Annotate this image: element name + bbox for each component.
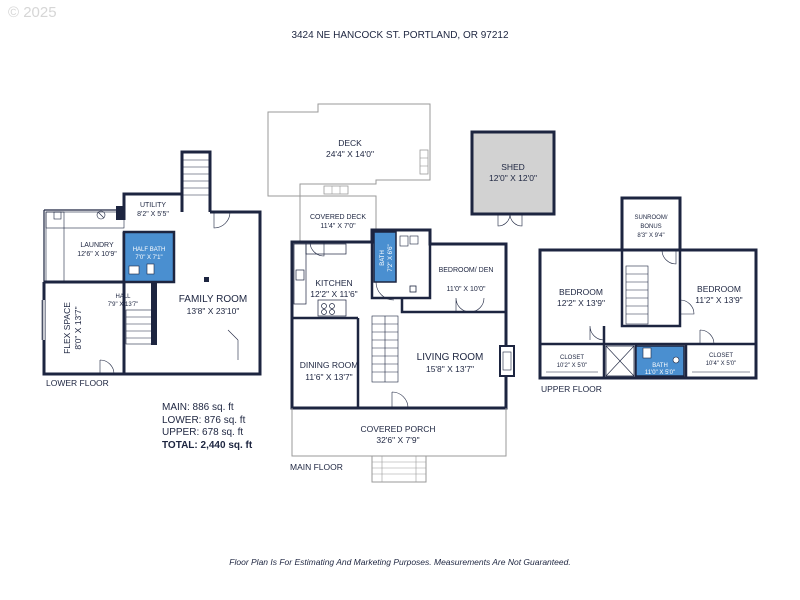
living-room-dim: 15'8" X 13'7" (426, 364, 474, 374)
upper-stairs (625, 265, 649, 325)
bedroom-left-label: BEDROOM (559, 287, 603, 297)
bath-door-arc (375, 281, 395, 301)
disclaimer-text: Floor Plan Is For Estimating And Marketi… (229, 557, 571, 567)
deck-dim: 24'4" X 14'0" (326, 149, 374, 159)
main-bath-toilet-icon (399, 235, 409, 247)
shed-fill (470, 130, 556, 216)
upper-exterior-walls (538, 248, 758, 380)
covered-porch-label: COVERED PORCH (360, 424, 435, 434)
lower-floor-label: LOWER FLOOR (46, 378, 109, 388)
bedroom-left-dim: 12'2" X 13'9" (557, 298, 605, 308)
lower-floor (41, 150, 262, 376)
dining-room-dim: 11'6" X 13'7" (305, 372, 352, 382)
deck-steps (419, 149, 429, 175)
laundry-counter (45, 211, 65, 283)
bedroom-right-label: BEDROOM (697, 284, 741, 294)
total-sqft: TOTAL: 2,440 sq. ft (162, 439, 253, 451)
shed-dim: 12'0" X 12'0" (489, 173, 537, 183)
deck-label: DECK (338, 138, 362, 148)
main-sqft: MAIN: 886 sq. ft (162, 402, 234, 413)
closet-left-dim: 10'2" X 5'0" (557, 363, 588, 369)
main-interior-walls (292, 242, 506, 408)
family-room-dim: 13'8" X 23'10" (187, 306, 240, 316)
upper-bath-dim: 11'0" X 5'0" (645, 370, 675, 376)
fireplace-icon (499, 345, 515, 377)
laundry-dim: 12'6" X 10'9" (77, 251, 117, 258)
lower-stairs-upper (180, 150, 212, 212)
kitchen-label: KITCHEN (315, 278, 352, 288)
hall-stairs (125, 309, 153, 345)
support-post (204, 277, 209, 282)
sunroom-label-2: BONUS (640, 224, 661, 230)
dining-room-label: DINING ROOM (300, 360, 359, 370)
upper-bath-label: BATH (652, 363, 668, 369)
deck-outline (267, 103, 431, 197)
bedroom-right-door (699, 329, 715, 345)
lower-door-arc (213, 211, 231, 229)
laundry-outline (43, 209, 124, 282)
utility-dim: 8'2" X 5'5" (137, 211, 169, 218)
upper-floor (538, 196, 758, 380)
upper-sink-icon (672, 356, 680, 364)
closet-right-label: CLOSET (709, 353, 733, 359)
closet-right-dim: 10'4" X 5'0" (706, 361, 737, 367)
bedroom-left-door (589, 325, 605, 341)
laundry-counter-top (45, 211, 125, 229)
covered-porch-dim: 32'6" X 7'9" (376, 435, 419, 445)
kitchen-dim: 12'2" X 11'6" (310, 289, 357, 299)
upper-sqft: UPPER: 678 sq. ft (162, 427, 244, 438)
half-bath-label: HALF BATH (133, 247, 166, 253)
hall-label: HALL (115, 294, 131, 300)
upper-toilet-icon (642, 347, 652, 359)
main-bath-fill (373, 231, 397, 283)
copyright-watermark: © 2025 (8, 4, 57, 21)
main-bath-sink-icon (409, 235, 419, 245)
bedroom-den-label: BEDROOM/ DEN (439, 267, 494, 274)
sink-icon (128, 265, 140, 275)
living-room-label: LIVING ROOM (417, 352, 484, 363)
shed-doors (497, 213, 523, 227)
flex-space-dim: 8'0" X 13'7" (73, 306, 83, 349)
washer-icon (96, 210, 106, 220)
lower-stairs-treads (183, 159, 209, 196)
main-bath-label: BATH (380, 250, 386, 266)
closet-left-label: CLOSET (560, 355, 584, 361)
sunroom-dim: 8'3" X 9'4" (637, 233, 664, 239)
porch-steps (371, 455, 427, 483)
kitchen-counters (293, 243, 347, 317)
upper-floor-label: UPPER FLOOR (541, 384, 602, 394)
front-door-arc (391, 391, 409, 409)
bedroom-right-dim: 11'2" X 13'9" (695, 295, 742, 305)
covered-deck-label: COVERED DECK (310, 214, 366, 221)
shower-icon (605, 345, 635, 377)
flex-space-label: FLEX SPACE (62, 302, 72, 354)
bedroom-den-dim: 11'0" X 10'0" (446, 286, 486, 293)
main-bath-dim: 7'2" X 6'6" (388, 244, 394, 271)
main-floor-label: MAIN FLOOR (290, 462, 343, 472)
family-room-label: FAMILY ROOM (179, 294, 248, 305)
half-bath-dim: 7'0" X 7'1" (135, 255, 162, 261)
main-stairs (371, 315, 399, 383)
porch-step-lines (372, 456, 426, 482)
utility-label: UTILITY (140, 202, 166, 209)
laundry-label: LAUNDRY (80, 242, 114, 249)
shed-label: SHED (501, 162, 525, 172)
utility-pillar (116, 206, 124, 220)
upper-interior-walls (540, 250, 756, 378)
flex-door-arc (99, 359, 115, 375)
square-footage-summary: MAIN: 886 sq. ft LOWER: 876 sq. ft UPPER… (162, 402, 252, 452)
main-floor (267, 103, 515, 483)
covered-deck-dim: 11'4" X 7'0" (320, 223, 356, 230)
shed (470, 130, 556, 227)
den-closet-doors (455, 297, 485, 313)
hall-dim: 7'9" X 13'7" (108, 302, 139, 308)
lower-sqft: LOWER: 876 sq. ft (162, 414, 246, 426)
dryer-icon (53, 211, 62, 220)
property-address: 3424 NE HANCOCK ST. PORTLAND, OR 97212 (291, 30, 509, 41)
sunroom-label-1: SUNROOM/ (635, 215, 668, 221)
toilet-icon (146, 263, 155, 275)
